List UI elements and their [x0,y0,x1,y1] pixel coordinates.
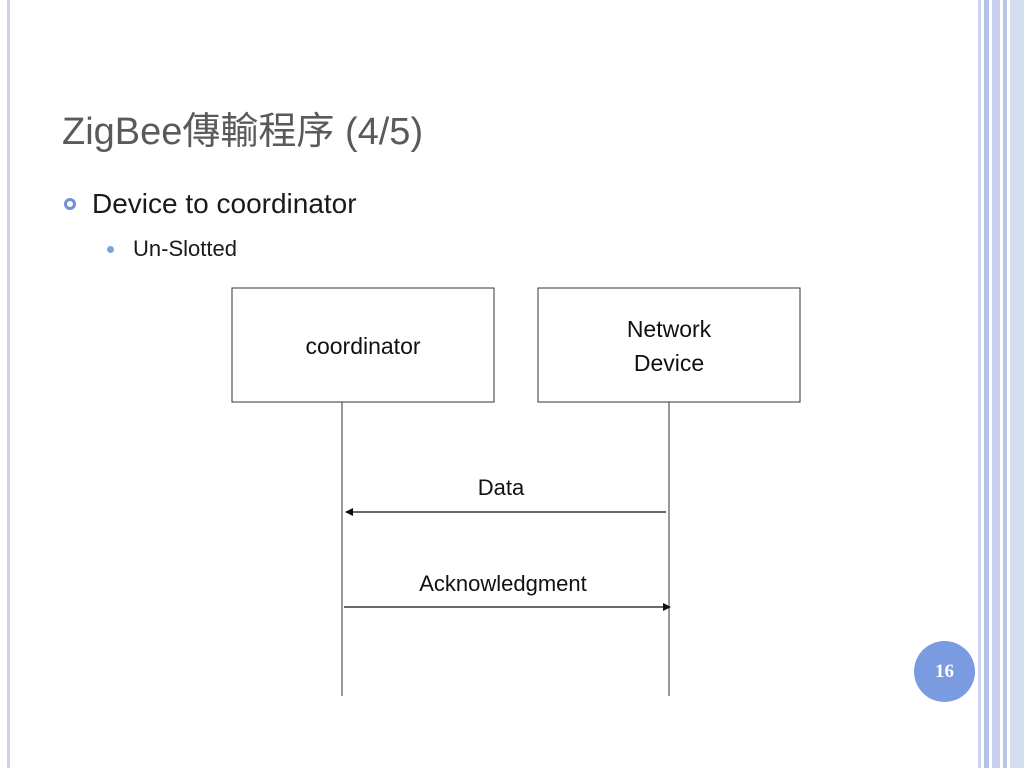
coordinator-label: coordinator [305,333,420,359]
ring-bullet-icon [64,198,76,210]
dot-bullet-icon [107,246,114,253]
slide-title: ZigBee傳輸程序 (4/5) [62,111,424,153]
right-border-stripe [992,0,1000,768]
left-border-line [7,0,10,768]
right-border-stripe [1003,0,1007,768]
coordinator-box [231,287,495,403]
ack-message-label: Acknowledgment [419,571,587,596]
page-number-badge: 16 [914,641,975,702]
bullet-level2-text: Un-Slotted [133,236,237,261]
data-message-label: Data [478,475,525,500]
network-device-label-line2: Device [634,350,704,376]
network-device-label-line1: Network [627,316,712,342]
right-border-stripe [1010,0,1024,768]
bullet-level1-text: Device to coordinator [92,188,357,219]
right-border-stripe [978,0,981,768]
network-device-box [537,287,801,403]
right-border-stripe [984,0,989,768]
